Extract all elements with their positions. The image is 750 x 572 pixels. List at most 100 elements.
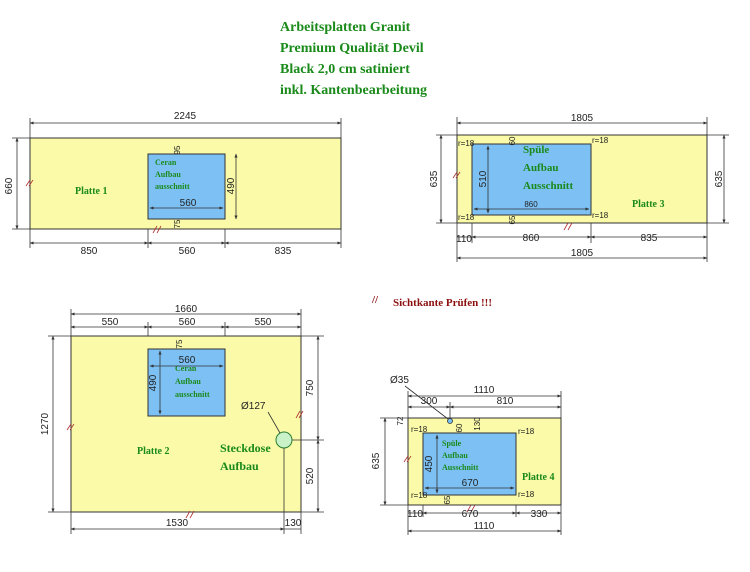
warning-symbol: // bbox=[371, 294, 379, 306]
header-line-3: Black 2,0 cm satiniert bbox=[280, 62, 410, 77]
plate-3-width: 1805 bbox=[571, 113, 594, 124]
plate-3-radius-tr: r=18 bbox=[592, 136, 609, 145]
plate-2-top-offset: 75 bbox=[175, 339, 184, 348]
plate-1-cutout-width: 560 bbox=[180, 198, 197, 209]
plate-2-left-dim: 550 bbox=[102, 317, 119, 328]
plate-3-height-left: 635 bbox=[429, 170, 440, 187]
plate-4-width-bottom: 1110 bbox=[474, 521, 495, 532]
header-line-2: Premium Qualität Devil bbox=[280, 41, 424, 56]
plate-2-cutout-label-2: Aufbau bbox=[175, 377, 201, 386]
plate-3-cutout-label-3: Ausschnitt bbox=[523, 180, 573, 192]
plate-4: Spüle Aufbau Ausschnitt Platte 4 r=18 r=… bbox=[371, 375, 562, 535]
plate-4-tap-hole[interactable] bbox=[447, 418, 453, 424]
plate-4-tap-rest: 810 bbox=[497, 396, 514, 407]
plate-2-cutout-label-1: Ceran bbox=[175, 364, 197, 373]
plate-2-socket-x: 1530 bbox=[166, 518, 189, 529]
plate-4-cut-dim: 670 bbox=[462, 509, 479, 520]
plate-1-cutout-height: 490 bbox=[226, 177, 237, 194]
plate-3-label: Platte 3 bbox=[632, 199, 665, 210]
plate-4-width: 1110 bbox=[474, 385, 495, 396]
plate-2-cutout-height: 490 bbox=[148, 374, 159, 391]
warning-text: Sichtkante Prüfen !!! bbox=[393, 297, 492, 309]
plate-4-label: Platte 4 bbox=[522, 472, 555, 483]
plate-1-right-dim: 835 bbox=[275, 246, 292, 257]
plate-1-edge-mark bbox=[25, 179, 31, 187]
plate-4-cutout-label-1: Spüle bbox=[442, 439, 462, 448]
header-line-4: inkl. Kantenbearbeitung bbox=[280, 83, 427, 98]
plate-3-edge-mark bbox=[452, 171, 458, 179]
plate-3-cutout-label-1: Spüle bbox=[523, 144, 549, 156]
plate-2-socket-y-bottom: 520 bbox=[305, 467, 316, 484]
plate-1-label: Platte 1 bbox=[75, 186, 108, 197]
plate-2-cut-dim: 560 bbox=[179, 317, 196, 328]
plate-2-width: 1660 bbox=[175, 304, 198, 315]
plate-4-cutout-label-3: Ausschnitt bbox=[442, 463, 479, 472]
plate-3-left-dim: 110 bbox=[456, 234, 472, 245]
plate-3-width-bottom: 1805 bbox=[571, 248, 594, 259]
plate-2-edge-mark-3 bbox=[295, 410, 301, 419]
plate-3-radius-br: r=18 bbox=[592, 211, 609, 220]
plate-3-cut-dim: 860 bbox=[523, 233, 540, 244]
plate-1-edge-mark-2 bbox=[152, 225, 158, 234]
plate-3-radius-tl: r=18 bbox=[458, 139, 475, 148]
header-line-1: Arbeitsplatten Granit bbox=[280, 20, 411, 35]
plate-3-cutout-label-2: Aufbau bbox=[523, 162, 558, 174]
warning-note: // Sichtkante Prüfen !!! bbox=[371, 294, 492, 309]
plate-2-socket-rest: 130 bbox=[285, 518, 302, 529]
plate-4-cutout-height: 450 bbox=[424, 455, 435, 472]
plate-2-height: 1270 bbox=[40, 412, 51, 435]
plate-4-edge-mark-2 bbox=[466, 504, 472, 513]
plate-1: Platte 1 Ceran Aufbau ausschnitt 2245 66… bbox=[4, 111, 342, 257]
plate-2-socket-label-2: Aufbau bbox=[220, 459, 259, 473]
plate-4-tap-diameter: Ø35 bbox=[390, 375, 409, 386]
plate-3-sink-cutout[interactable] bbox=[471, 143, 592, 216]
plate-4-left-dim: 110 bbox=[407, 509, 423, 520]
plate-1-height: 660 bbox=[4, 177, 15, 194]
plate-3-bottom-offset: 65 bbox=[508, 215, 517, 224]
plate-2-socket-y-top: 750 bbox=[305, 379, 316, 396]
plate-1-top-offset: 95 bbox=[173, 145, 182, 154]
plate-3-right-dim: 835 bbox=[641, 233, 658, 244]
plate-2-socket-diameter: Ø127 bbox=[241, 401, 266, 412]
plate-2-edge-mark-2 bbox=[185, 510, 191, 519]
plate-2-right-dim: 550 bbox=[255, 317, 272, 328]
plate-1-cutout-label-1: Ceran bbox=[155, 158, 177, 167]
header-title-block: Arbeitsplatten Granit Premium Qualität D… bbox=[280, 20, 427, 98]
plate-4-bottom-offset: 65 bbox=[443, 495, 452, 504]
plate-4-tap-x: 300 bbox=[421, 396, 438, 407]
plate-3: Spüle Aufbau Ausschnitt Platte 3 r=18 r=… bbox=[429, 113, 729, 262]
plate-1-cutout-label-2: Aufbau bbox=[155, 170, 181, 179]
plate-4-cutout-width: 670 bbox=[462, 478, 479, 489]
plate-4-tap-offset: 60 bbox=[455, 423, 464, 432]
plate-3-cutout-height: 510 bbox=[478, 170, 489, 187]
plate-4-edge-offset: 72 bbox=[396, 416, 405, 425]
plate-1-cut-dim: 560 bbox=[179, 246, 196, 257]
plate-3-edge-mark-2 bbox=[563, 222, 569, 231]
plate-4-radius-tr: r=18 bbox=[518, 427, 535, 436]
plate-2-socket-label-1: Steckdose bbox=[220, 441, 271, 455]
plate-4-tap-y: 130 bbox=[473, 417, 482, 431]
plate-2-socket-cutout[interactable] bbox=[275, 431, 293, 449]
plate-3-top-offset: 60 bbox=[508, 136, 517, 145]
plate-3-cutout-width: 860 bbox=[524, 200, 538, 209]
plate-4-edge-mark bbox=[403, 455, 409, 463]
plate-4-cutout-label-2: Aufbau bbox=[442, 451, 468, 460]
plate-2-cutout-width: 560 bbox=[179, 355, 196, 366]
plate-1-cutout-label-3: ausschnitt bbox=[155, 182, 190, 191]
plate-3-radius-bl: r=18 bbox=[458, 213, 475, 222]
plate-2-cutout-label-3: ausschnitt bbox=[175, 390, 210, 399]
plate-1-left-dim: 850 bbox=[81, 246, 98, 257]
plate-1-bottom-offset: 75 bbox=[173, 219, 182, 228]
plate-4-radius-bl: r=18 bbox=[411, 491, 428, 500]
plate-1-width: 2245 bbox=[174, 111, 197, 122]
plate-4-radius-br: r=18 bbox=[518, 490, 535, 499]
plate-2-edge-mark bbox=[66, 423, 72, 431]
plate-2-label: Platte 2 bbox=[137, 446, 170, 457]
plate-4-right-dim: 330 bbox=[531, 509, 548, 520]
plate-3-height-right: 635 bbox=[714, 170, 725, 187]
plate-2: Ceran Aufbau ausschnitt Platte 2 Steckdo… bbox=[40, 304, 324, 534]
plate-4-height: 635 bbox=[371, 452, 382, 469]
plate-4-radius-tl: r=18 bbox=[411, 425, 428, 434]
